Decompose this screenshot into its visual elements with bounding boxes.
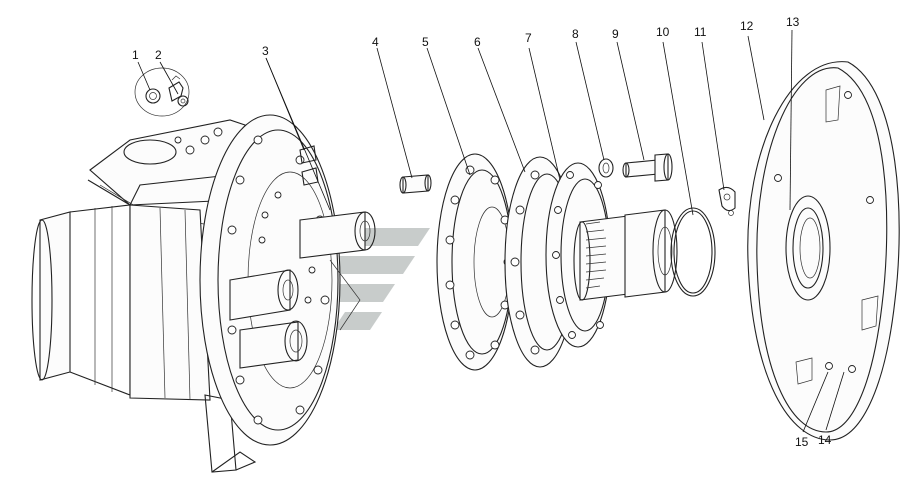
bolt — [622, 153, 673, 182]
callout-10: 10 — [656, 25, 670, 39]
callout-13: 13 — [786, 15, 800, 29]
callout-14: 14 — [818, 433, 832, 447]
callout-1: 1 — [132, 48, 139, 62]
gearbox-housing — [31, 114, 376, 473]
leader-lines — [137, 29, 845, 433]
callout-2: 2 — [155, 48, 162, 62]
callout-4: 4 — [372, 35, 379, 49]
callout-6: 6 — [474, 35, 481, 49]
o-ring — [670, 207, 716, 297]
washer — [598, 158, 614, 178]
callout-3: 3 — [262, 44, 269, 58]
callout-5: 5 — [422, 35, 429, 49]
callout-8: 8 — [572, 27, 579, 41]
cover-plate — [747, 61, 900, 441]
callout-labels: 1 2 3 4 5 6 7 8 9 10 11 12 13 14 15 — [132, 15, 832, 449]
callout-12: 12 — [740, 19, 754, 33]
callout-11: 11 — [694, 25, 707, 39]
callout-7: 7 — [525, 31, 532, 45]
splined-hub — [545, 162, 678, 348]
callout-15: 15 — [795, 435, 809, 449]
pin — [399, 174, 432, 194]
flange-plate — [436, 153, 514, 371]
plug-and-fitting — [134, 67, 190, 117]
callout-9: 9 — [612, 27, 619, 41]
lock-plate — [718, 186, 736, 216]
